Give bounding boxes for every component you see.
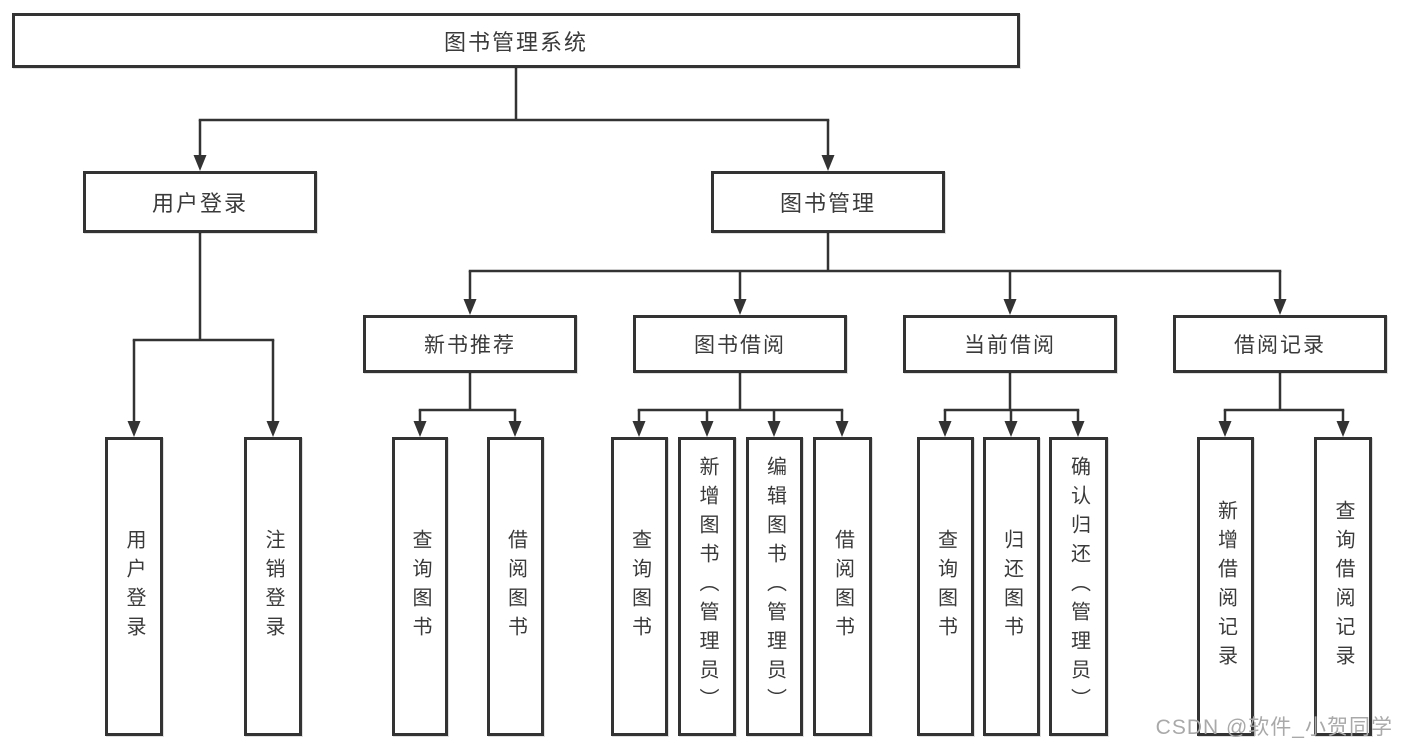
connector-newbooks-to-leaves xyxy=(418,373,517,423)
node-label: 确认归还（管理员） xyxy=(1067,456,1090,717)
leaf-query-books-recommend: 查询图书 xyxy=(392,437,448,736)
leaf-edit-book-admin: 编辑图书（管理员） xyxy=(746,437,803,736)
leaf-return-books: 归还图书 xyxy=(983,437,1040,736)
leaf-query-books-current: 查询图书 xyxy=(917,437,974,736)
node-label: 新书推荐 xyxy=(424,334,516,357)
leaf-add-borrow-record: 新增借阅记录 xyxy=(1197,437,1254,736)
arrowheads xyxy=(127,155,1350,437)
connector-borrowing-to-leaves xyxy=(637,373,844,423)
leaf-query-borrow-record: 查询借阅记录 xyxy=(1314,437,1372,736)
node-user-login: 用户登录 xyxy=(83,171,317,233)
connector-root-to-level1 xyxy=(198,68,830,157)
node-book-borrowing: 图书借阅 xyxy=(633,315,847,373)
node-borrowing-records: 借阅记录 xyxy=(1173,315,1387,373)
node-book-management: 图书管理 xyxy=(711,171,945,233)
leaf-user-login: 用户登录 xyxy=(105,437,163,736)
node-label: 当前借阅 xyxy=(964,334,1056,357)
leaf-borrow-books-recommend: 借阅图书 xyxy=(487,437,544,736)
node-label: 图书借阅 xyxy=(694,334,786,357)
connector-userlogin-to-leaves xyxy=(132,233,275,423)
node-label: 借阅图书 xyxy=(504,528,527,645)
node-label: 注销登录 xyxy=(262,528,284,645)
node-label: 查询借阅记录 xyxy=(1332,499,1354,674)
node-label: 借阅图书 xyxy=(831,528,854,645)
node-new-book-recommendation: 新书推荐 xyxy=(363,315,577,373)
node-library-management-system: 图书管理系统 xyxy=(12,13,1020,68)
node-label: 查询图书 xyxy=(934,528,957,645)
node-label: 新增图书（管理员） xyxy=(696,456,718,717)
connector-current-to-leaves xyxy=(943,373,1080,423)
node-label: 借阅记录 xyxy=(1234,334,1326,357)
csdn-watermark: CSDN @软件_小贺同学 xyxy=(1155,716,1393,739)
node-label: 新增借阅记录 xyxy=(1214,499,1237,674)
node-label: 图书管理 xyxy=(779,191,876,216)
node-label: 用户登录 xyxy=(151,191,248,216)
leaf-add-book-admin: 新增图书（管理员） xyxy=(678,437,736,736)
node-current-borrowing: 当前借阅 xyxy=(903,315,1117,373)
leaf-confirm-return-admin: 确认归还（管理员） xyxy=(1049,437,1108,736)
node-label: 编辑图书（管理员） xyxy=(763,456,786,717)
leaf-logout: 注销登录 xyxy=(244,437,302,736)
node-label: 用户登录 xyxy=(123,528,145,645)
node-label: 查询图书 xyxy=(409,528,431,645)
node-label: 归还图书 xyxy=(1000,528,1023,645)
connector-records-to-leaves xyxy=(1223,373,1345,423)
node-label: 查询图书 xyxy=(628,528,651,645)
connector-bookmgmt-to-level2 xyxy=(468,233,1282,301)
leaf-borrow-books-borrowing: 借阅图书 xyxy=(813,437,872,736)
leaf-query-books-borrowing: 查询图书 xyxy=(611,437,668,736)
node-label: 图书管理系统 xyxy=(443,29,588,55)
